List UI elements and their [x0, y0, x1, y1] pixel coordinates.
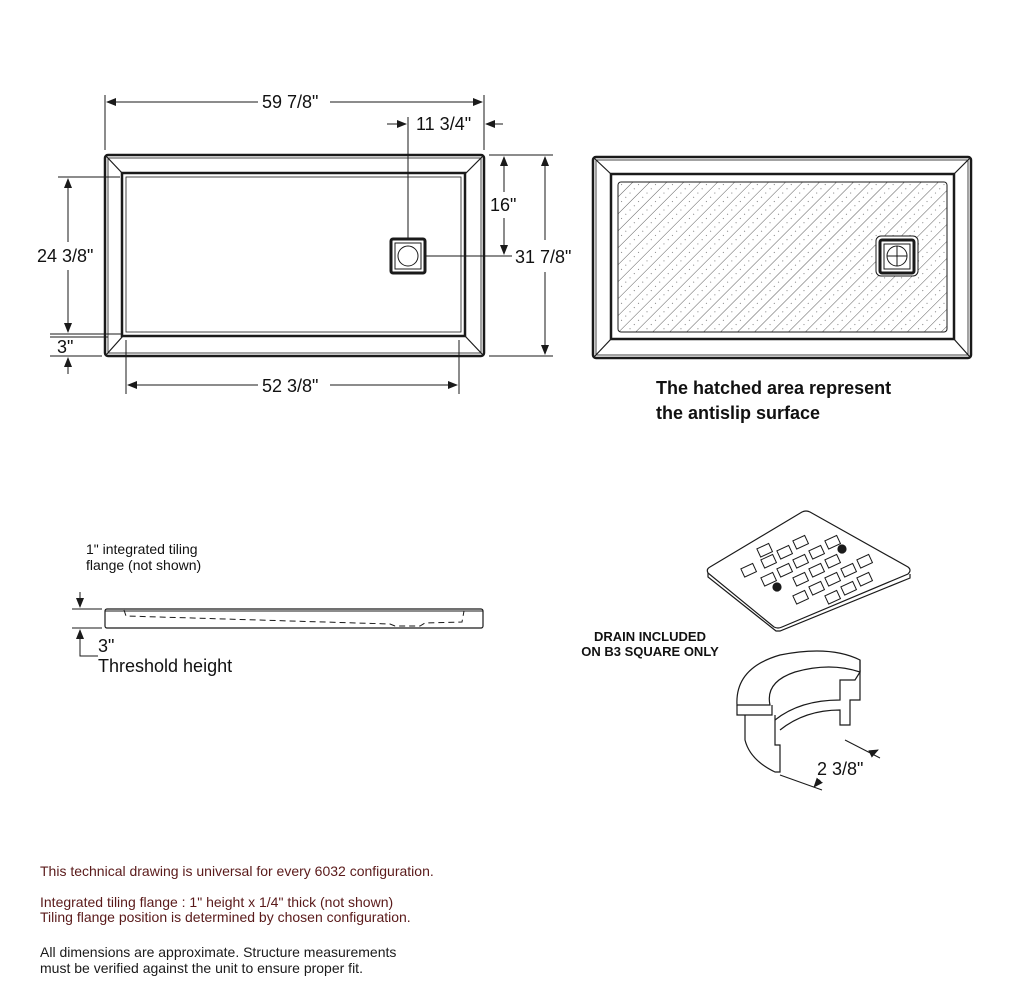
- threshold-label: Threshold height: [98, 656, 233, 676]
- dim-inner-width: 24 3/8": [37, 246, 94, 266]
- top-view-dimensions: [50, 95, 553, 394]
- antislip-caption-line1: The hatched area represent: [656, 378, 892, 398]
- flange-note-line1: 1" integrated tiling: [86, 541, 198, 557]
- drain-icon: [389, 237, 427, 275]
- drain-body-icon: [736, 650, 881, 791]
- dim-overall-length: 59 7/8": [262, 92, 319, 112]
- antislip-caption: The hatched area represent the antislip …: [656, 376, 891, 426]
- antislip-view-shower-base: [591, 155, 973, 360]
- threshold-value: 3": [98, 636, 115, 656]
- drain-label-line1: DRAIN INCLUDED: [594, 629, 706, 644]
- dim-drain-offset-back: 16": [490, 195, 517, 215]
- dim-overall-width: 31 7/8": [515, 247, 572, 267]
- side-view-shower-base: [72, 592, 484, 657]
- drain-label-line2: ON B3 SQUARE ONLY: [581, 644, 719, 659]
- dim-drain-diameter: 2 3/8": [817, 759, 864, 779]
- drain-icon: [875, 235, 919, 277]
- note-universal: This technical drawing is universal for …: [40, 863, 434, 879]
- note-flange-spec: Integrated tiling flange : 1" height x 1…: [40, 894, 394, 910]
- dim-drain-offset-end: 11 3/4": [416, 114, 472, 134]
- note-flange-position: Tiling flange position is determined by …: [40, 909, 411, 925]
- dim-inner-length: 52 3/8": [262, 376, 319, 396]
- note-approx-line1: All dimensions are approximate. Structur…: [40, 944, 397, 960]
- drain-grate-icon: [706, 510, 911, 632]
- flange-note-line2: flange (not shown): [86, 557, 202, 573]
- flange-note: 1" integrated tiling flange (not shown): [86, 541, 201, 573]
- antislip-hatched-area: [617, 181, 948, 333]
- drain-included-label: DRAIN INCLUDED ON B3 SQUARE ONLY: [565, 629, 735, 659]
- antislip-caption-line2: the antislip surface: [656, 403, 821, 423]
- dim-front-rim: 3": [57, 337, 74, 357]
- note-approx-line2: must be verified against the unit to ens…: [40, 960, 363, 976]
